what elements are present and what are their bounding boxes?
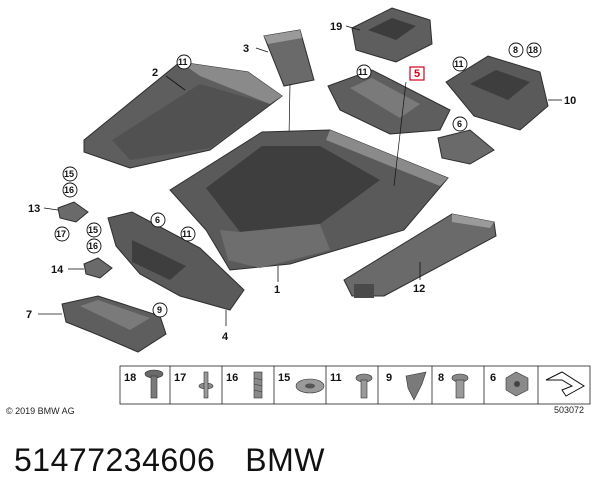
part-number: 51477234606	[14, 442, 216, 478]
parts-diagram: 2 11 3 1 19 5 11	[26, 7, 591, 405]
part-12-strut[interactable]	[343, 213, 497, 298]
svg-text:11: 11	[358, 67, 368, 77]
fastener-17-icon	[198, 371, 214, 399]
circle-16-b: 16	[86, 238, 102, 254]
circle-18-part10: 18	[526, 42, 542, 58]
circle-6-right: 6	[452, 116, 468, 132]
circle-6-left: 6	[150, 212, 166, 228]
circle-15-a: 15	[62, 166, 78, 182]
svg-text:16: 16	[88, 241, 98, 251]
callout-14: 14	[51, 264, 64, 276]
svg-text:17: 17	[56, 229, 66, 239]
legend-label-15: 15	[278, 372, 290, 384]
circle-9-part7: 9	[152, 302, 168, 318]
reference-code: 503072	[554, 405, 585, 415]
fastener-legend: 18 17 16 15 11 9 8 6	[119, 365, 591, 405]
legend-label-18: 18	[124, 372, 136, 384]
circle-11-part2: 11	[176, 54, 192, 70]
svg-text:6: 6	[155, 215, 160, 225]
legend-label-16: 16	[226, 372, 238, 384]
part-14-clip[interactable]	[83, 257, 113, 279]
legend-label-9: 9	[386, 372, 392, 384]
callout-10: 10	[564, 95, 576, 107]
callout-4: 4	[222, 331, 229, 343]
part-2-floor-cover[interactable]	[83, 61, 283, 169]
legend-label-17: 17	[174, 372, 186, 384]
part-footer: 51477234606 BMW	[14, 442, 325, 479]
part-10-holder[interactable]	[445, 55, 549, 131]
part-3-pad[interactable]	[263, 29, 315, 87]
callout-5: 5	[414, 68, 420, 80]
svg-text:11: 11	[454, 59, 464, 69]
callout-2: 2	[152, 67, 158, 79]
part-19-bracket[interactable]	[351, 7, 433, 63]
circle-8-part10: 8	[508, 42, 524, 58]
part-1-trunk-tub[interactable]	[169, 129, 449, 271]
fastener-11-icon	[355, 373, 373, 399]
svg-text:15: 15	[88, 225, 98, 235]
legend-label-11: 11	[330, 372, 342, 384]
legend-label-8: 8	[438, 372, 444, 384]
circle-16-a: 16	[62, 182, 78, 198]
fastener-18-icon	[144, 369, 164, 399]
callout-3: 3	[243, 43, 249, 55]
circle-17-a: 17	[54, 226, 70, 242]
svg-text:11: 11	[178, 57, 188, 67]
fastener-8-icon	[451, 373, 469, 399]
svg-text:8: 8	[513, 45, 518, 55]
callout-5-box: 5	[409, 66, 425, 81]
circle-15-b: 15	[86, 222, 102, 238]
fastener-15-icon	[295, 378, 325, 394]
part-6-bracket-right[interactable]	[437, 129, 495, 165]
part-7-tray[interactable]	[61, 295, 167, 353]
fastener-9-icon	[405, 371, 427, 401]
legend-label-6: 6	[490, 372, 496, 384]
circle-11-part10: 11	[452, 56, 468, 72]
fastener-16-icon	[253, 371, 263, 399]
circle-11-part5: 11	[356, 64, 372, 80]
fastener-6-icon	[505, 371, 529, 397]
copyright-text: © 2019 BMW AG	[6, 406, 75, 416]
circle-11-left: 11	[180, 226, 196, 242]
callout-7: 7	[26, 309, 32, 321]
part-13-clip[interactable]	[57, 201, 89, 223]
svg-text:16: 16	[64, 185, 74, 195]
cross-reference-arrow-icon	[545, 371, 585, 397]
svg-text:15: 15	[64, 169, 74, 179]
callout-13: 13	[28, 203, 40, 215]
callout-1: 1	[274, 284, 280, 296]
part-5-rail-assembly[interactable]	[327, 69, 451, 135]
svg-text:6: 6	[457, 119, 462, 129]
svg-text:18: 18	[528, 45, 538, 55]
svg-text:11: 11	[182, 229, 192, 239]
svg-text:9: 9	[157, 305, 162, 315]
callout-19: 19	[330, 21, 342, 33]
callout-12: 12	[413, 283, 425, 295]
brand-name: BMW	[245, 442, 325, 478]
